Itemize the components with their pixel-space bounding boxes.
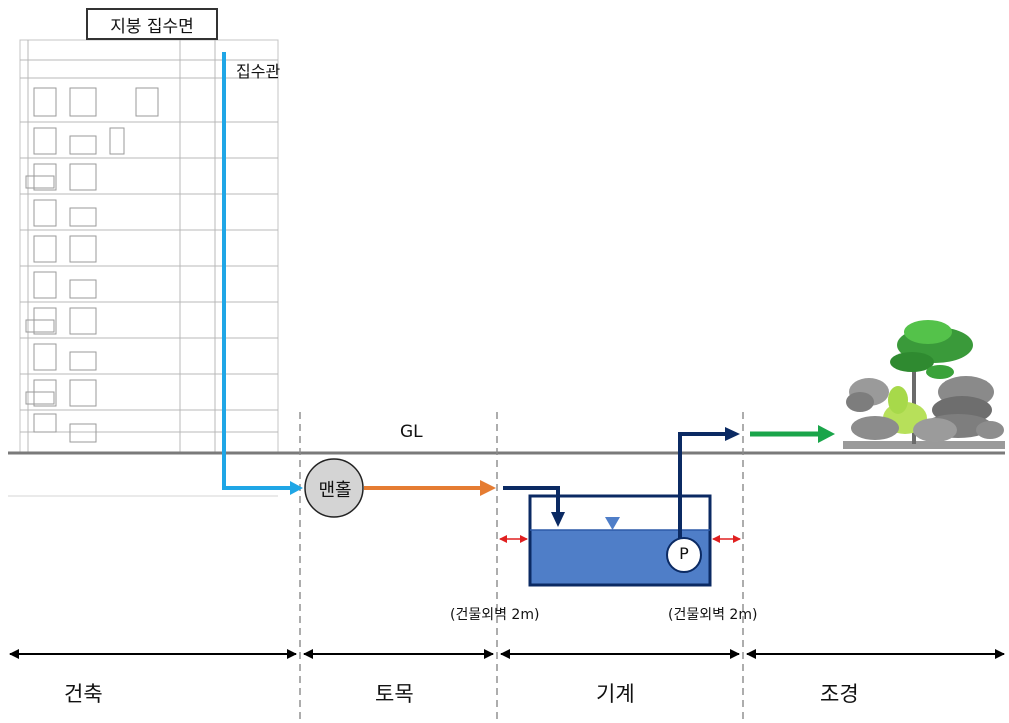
ground-level-label: GL xyxy=(400,422,423,442)
pump xyxy=(666,537,702,573)
collection-pipe-label: 집수관 xyxy=(236,62,281,81)
pump-label: P xyxy=(679,544,689,563)
landscape-trees xyxy=(843,320,1005,449)
manhole xyxy=(304,458,364,518)
collection-pipe xyxy=(222,52,303,495)
irrigation-arrow xyxy=(750,425,835,443)
pump-outlet-pipe xyxy=(678,427,740,544)
building-facade xyxy=(19,39,279,453)
wall-distance-label-left: (건물외벽 2m) xyxy=(450,607,540,623)
tank-inflow-pipe xyxy=(503,486,565,527)
zone-label-civil: 토목 xyxy=(375,682,414,706)
zone-label-mechanical: 기계 xyxy=(596,682,635,706)
zone-label-landscape: 조경 xyxy=(820,682,859,706)
zone-label-architecture: 건축 xyxy=(64,682,103,706)
manhole-outflow-arrow xyxy=(364,480,496,496)
water-level-marker xyxy=(605,517,620,530)
roof-collection-label: 지붕 집수면 xyxy=(86,8,218,40)
zone-dividers xyxy=(299,412,744,723)
manhole-label: 맨홀 xyxy=(318,480,352,501)
wall-distance-label-right: (건물외벽 2m) xyxy=(668,607,758,623)
